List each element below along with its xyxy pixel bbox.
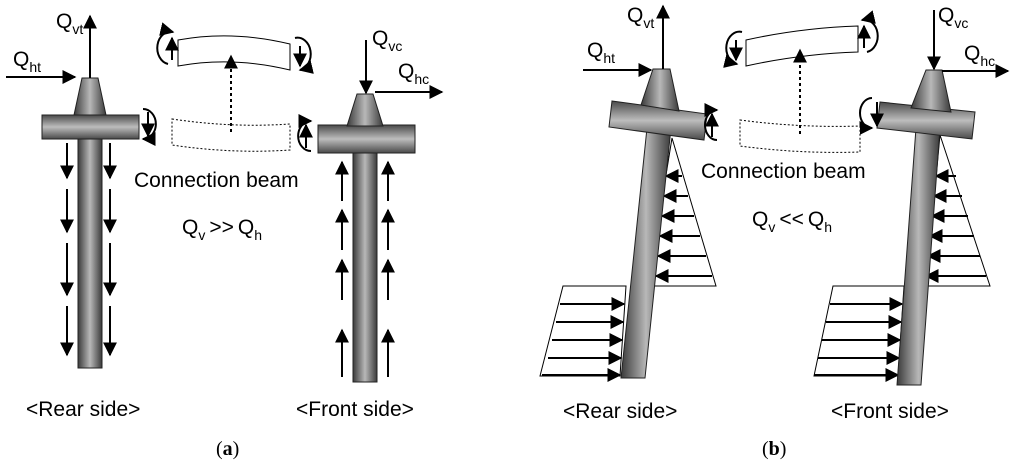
caption-a: (a) (216, 438, 239, 460)
rear-pile-b: Qvt Qht (539, 4, 719, 382)
Qvt-label: Qvt (56, 10, 83, 37)
Qvc-label: Qvc (938, 4, 968, 31)
beam-original (739, 119, 861, 153)
front-pile-a: Qvc Qhc (297, 27, 444, 383)
rear-side-label: <Rear side> (26, 398, 140, 421)
front-pressure-lower (813, 285, 905, 377)
rear-pile-shaft (77, 134, 103, 369)
rear-side-label: <Rear side> (563, 400, 677, 423)
connection-beam-a: Connection beam (134, 22, 314, 192)
rear-pressure-upper-arrows (654, 169, 712, 283)
front-pressure-lower-arrows (814, 297, 904, 382)
panel-a: Qvt Qht Qvc Qhc (6, 10, 444, 460)
moment-beam-right (294, 36, 314, 74)
moment-beam-left (723, 30, 743, 68)
rear-pile-head (73, 77, 107, 116)
front-pressure-upper-arrows (924, 169, 986, 283)
moment-beam-right (860, 10, 879, 53)
moment-beam-left (156, 22, 175, 65)
front-pile-cap (317, 124, 416, 154)
force-relation: Qv<<Qh (752, 208, 832, 235)
Qht-label: Qht (13, 48, 41, 75)
caption-b: (b) (762, 438, 786, 460)
beam-deformed (177, 35, 291, 71)
front-pile-head (346, 93, 384, 127)
Qhc-label: Qhc (964, 42, 995, 69)
rear-pile-cap (41, 114, 140, 140)
panel-b: Qvt Qht (539, 4, 1010, 460)
force-relation: Qv>>Qh (182, 216, 262, 243)
rear-pile-head (640, 68, 680, 112)
rear-pile-a: Qvt Qht (6, 10, 157, 369)
front-pile-head (910, 69, 952, 113)
beam-original (171, 118, 291, 152)
moment-front-cap (297, 114, 313, 152)
connection-beam-b: Connection beam (701, 10, 879, 183)
beam-label: Connection beam (701, 160, 866, 183)
Qvc-label: Qvc (372, 27, 402, 54)
Qvt-label: Qvt (627, 4, 654, 31)
beam-deformed (745, 25, 859, 67)
beam-label: Connection beam (134, 169, 299, 192)
front-side-label: <Front side> (296, 398, 414, 421)
front-friction-arrows (335, 160, 395, 377)
front-side-label: <Front side> (831, 400, 949, 423)
front-pile-b: Qvc Qhc (813, 4, 1010, 386)
rear-pile-shaft (620, 127, 672, 379)
Qht-label: Qht (587, 39, 615, 66)
front-pile-shaft (352, 149, 378, 383)
moment-front-cap (859, 97, 874, 135)
Qhc-label: Qhc (398, 60, 429, 87)
rear-pressure-lower (539, 285, 627, 377)
rear-pressure-lower-arrows (542, 297, 626, 382)
moment-rear-cap (141, 108, 157, 146)
rear-friction-arrows (60, 143, 117, 357)
